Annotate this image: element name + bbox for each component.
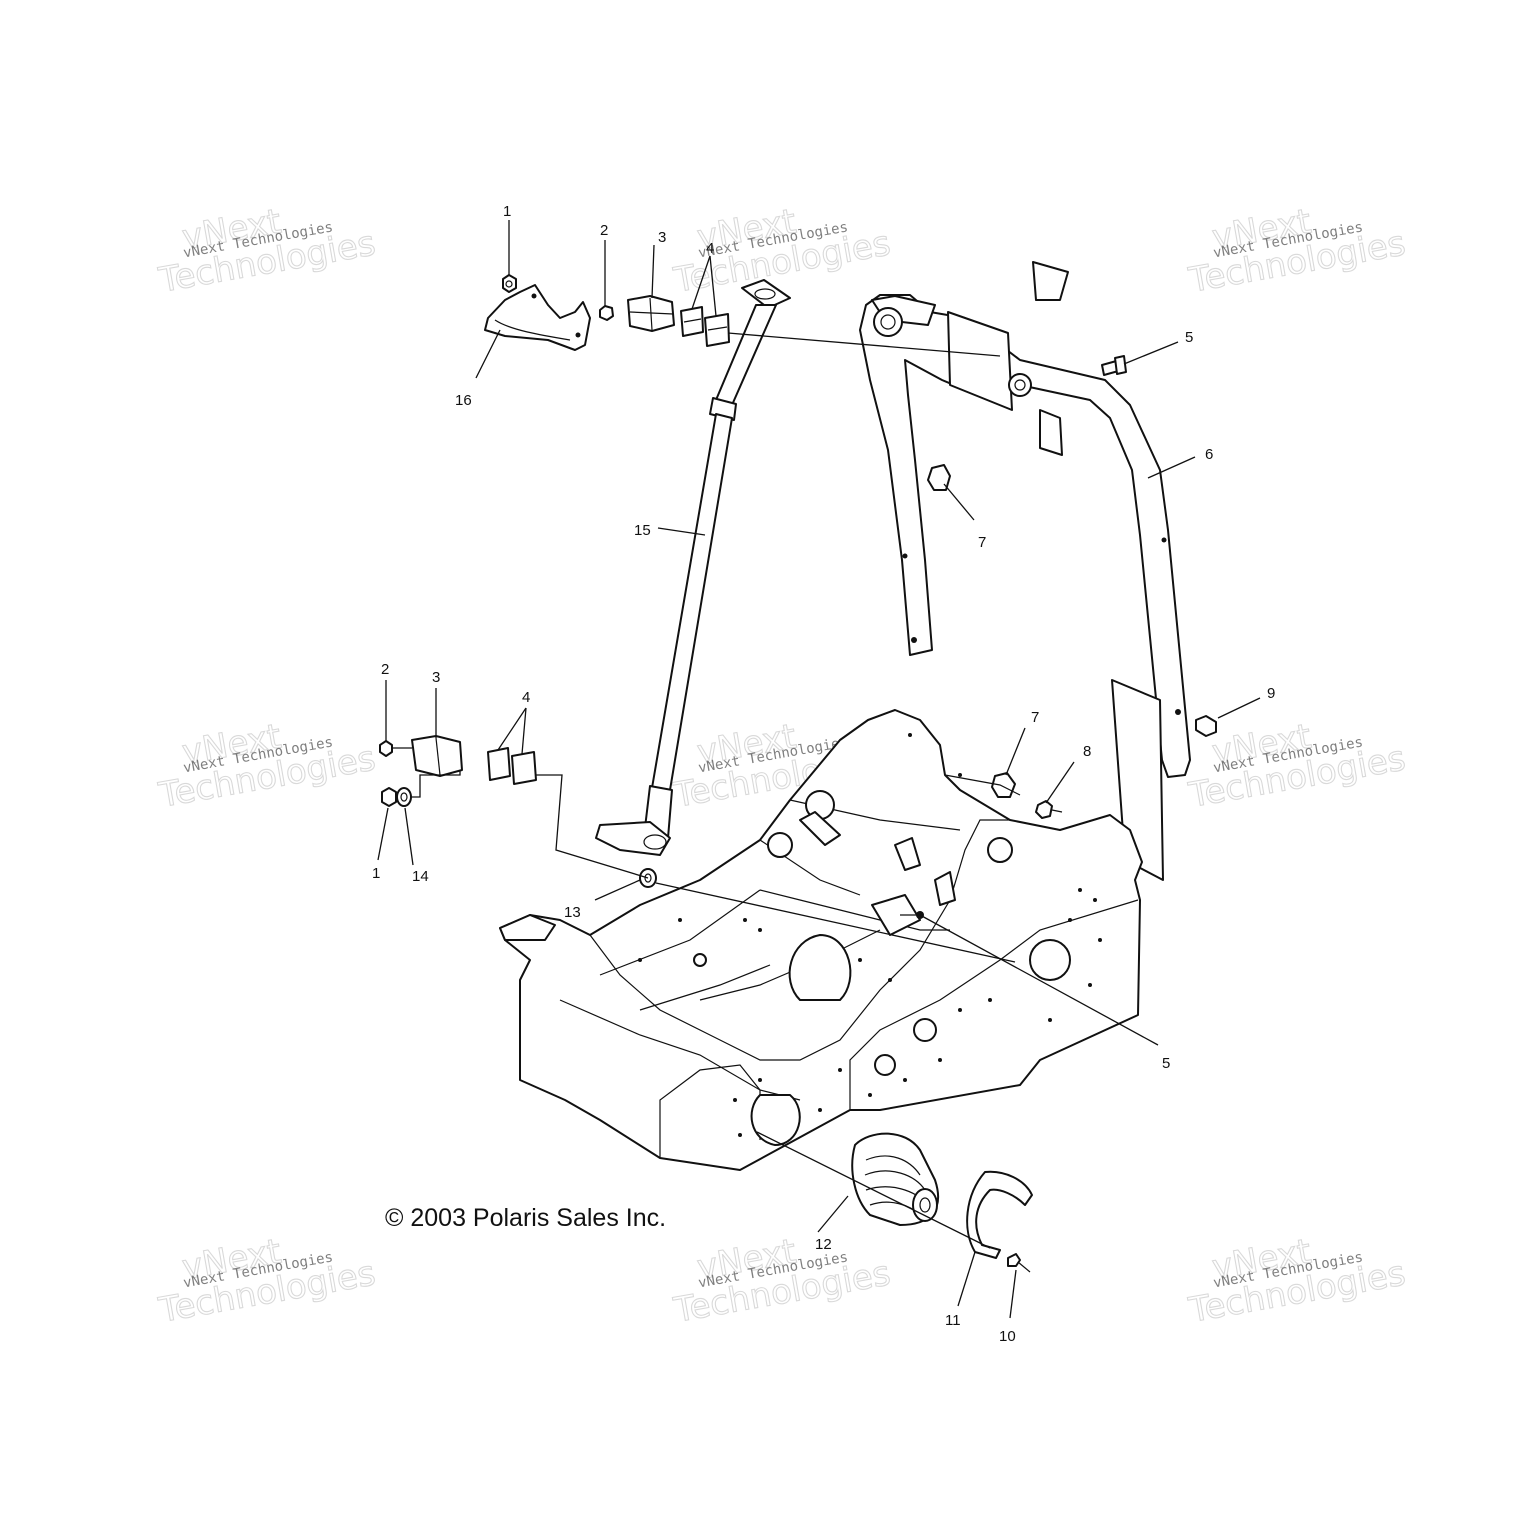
callout-2-left: 2 bbox=[381, 661, 389, 678]
callout-labels: 1 2 3 4 16 5 6 7 15 2 3 4 9 7 8 1 14 13 … bbox=[372, 203, 1275, 1345]
callout-1-top: 1 bbox=[503, 203, 511, 220]
callout-13: 13 bbox=[564, 904, 581, 921]
watermarks: vNext vNext Technologies Technologies vN… bbox=[155, 201, 1409, 1332]
callout-11: 11 bbox=[945, 1312, 961, 1329]
washer-left-part bbox=[396, 787, 412, 807]
callout-12: 12 bbox=[815, 1236, 832, 1253]
bushing-halves-top-part bbox=[680, 306, 730, 347]
callout-16: 16 bbox=[455, 392, 472, 409]
callout-2-top: 2 bbox=[600, 222, 608, 239]
callout-5-lower: 5 bbox=[1162, 1055, 1170, 1072]
watermark-bottom-center: vNext vNext Technologies Technologies bbox=[670, 1231, 894, 1332]
callout-7-lower: 7 bbox=[1031, 709, 1039, 726]
screw-bottom-part bbox=[1007, 1253, 1031, 1273]
watermark-top-right: vNext vNext Technologies Technologies bbox=[1185, 201, 1409, 302]
watermark-top-center: vNext vNext Technologies Technologies bbox=[670, 201, 894, 302]
steering-post-part bbox=[595, 279, 791, 856]
callout-8: 8 bbox=[1083, 743, 1091, 760]
callout-14: 14 bbox=[412, 868, 429, 885]
watermark-bottom-right: vNext vNext Technologies Technologies bbox=[1185, 1231, 1409, 1332]
steering-bracket-part bbox=[484, 284, 591, 351]
callout-9: 9 bbox=[1267, 685, 1275, 702]
bolt-left-part bbox=[379, 740, 412, 757]
copyright-notice: © 2003 Polaris Sales Inc. bbox=[385, 1204, 666, 1232]
callout-1-left: 1 bbox=[372, 865, 380, 882]
bolt-upper-right-part bbox=[1101, 355, 1127, 376]
callout-3-top: 3 bbox=[658, 229, 666, 246]
watermark-bottom-left: vNext vNext Technologies Technologies bbox=[155, 1231, 379, 1332]
callout-10: 10 bbox=[999, 1328, 1016, 1345]
bolt-lower-right-part bbox=[1035, 800, 1063, 819]
bushing-halves-left-part bbox=[487, 747, 537, 785]
callout-4-top: 4 bbox=[706, 240, 714, 257]
callout-5-top: 5 bbox=[1185, 329, 1193, 346]
watermark-top-left: vNext vNext Technologies Technologies bbox=[155, 201, 379, 302]
callout-15: 15 bbox=[634, 522, 651, 539]
steering-boot-part bbox=[851, 1132, 940, 1226]
callout-7-upper: 7 bbox=[978, 534, 986, 551]
nut-right-part bbox=[1195, 715, 1217, 737]
chassis-frame-part bbox=[499, 709, 1143, 1171]
watermark-mid-left: vNext vNext Technologies Technologies bbox=[155, 716, 379, 817]
bushing-block-top-part bbox=[627, 295, 675, 332]
bushing-block-left-part bbox=[411, 735, 463, 777]
callout-3-left: 3 bbox=[432, 669, 440, 686]
callout-4-left: 4 bbox=[522, 689, 530, 706]
leader-lines bbox=[377, 220, 1261, 1319]
nut-left-part bbox=[381, 787, 397, 807]
nut-top-part bbox=[502, 274, 517, 293]
clip-lower-part bbox=[991, 772, 1016, 798]
bolt-top-part bbox=[599, 305, 614, 321]
boot-retainer-ring-part bbox=[966, 1170, 1033, 1259]
callout-6: 6 bbox=[1205, 446, 1213, 463]
chassis-rivets bbox=[638, 733, 1102, 1137]
watermark-mid-right: vNext vNext Technologies Technologies bbox=[1185, 716, 1409, 817]
